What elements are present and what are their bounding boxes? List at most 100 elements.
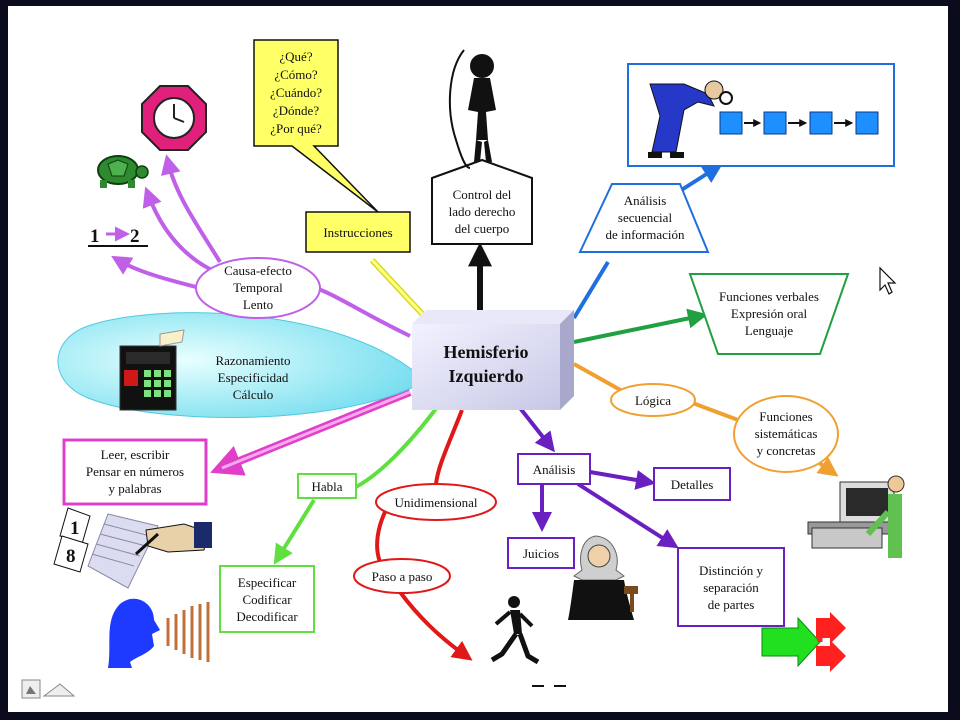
- especificar-box: [219, 565, 315, 633]
- sistematicas-line-1: Funciones: [759, 409, 813, 424]
- computer-user-icon: [807, 475, 905, 558]
- center-label: Hemisferio Izquierdo: [412, 340, 560, 388]
- connector-unidimensional: [434, 409, 464, 485]
- connector-causa: [315, 286, 411, 338]
- causa-line-3: Lento: [242, 297, 274, 312]
- mouse-cursor-icon: [879, 266, 897, 295]
- connectors: [111, 154, 839, 661]
- leer-line-3: y palabras: [108, 481, 162, 496]
- secuencial-line-2: secuencial: [617, 210, 673, 225]
- connector-verbales: [573, 308, 708, 344]
- question-como: ¿Cómo?: [274, 67, 318, 82]
- center-line-1: Hemisferio: [443, 342, 529, 362]
- arrow-to-distincion: [576, 482, 679, 549]
- connector-logica: [573, 362, 625, 394]
- hand-writing-icon: 1 8: [53, 507, 212, 589]
- connector-habla: [353, 404, 440, 490]
- leer-box: [62, 438, 208, 506]
- habla-box: [297, 473, 357, 499]
- question-por-que: ¿Por qué?: [270, 121, 322, 136]
- especificar-line-2: Codificar: [242, 592, 292, 607]
- arrow-to-clock: [161, 154, 222, 264]
- causa-line-1: Causa-efecto: [224, 263, 292, 278]
- causa-ellipse: [195, 257, 321, 319]
- causa-label: Causa-efecto Temporal Lento: [196, 262, 320, 313]
- connector-analisis: [518, 406, 555, 453]
- control-box: [431, 158, 533, 245]
- question-donde: ¿Dónde?: [272, 103, 320, 118]
- razonamiento-label: Razonamiento Especificidad Cálculo: [190, 352, 316, 403]
- especificar-line-3: Decodificar: [236, 609, 298, 624]
- analisis-box: [517, 453, 591, 485]
- arrow-to-sequence: [111, 255, 209, 292]
- secuencial-line-1: Análisis: [623, 193, 667, 208]
- connector-paso: [375, 509, 388, 563]
- instrucciones-box: [305, 211, 411, 253]
- inspector-with-boxes-icon: [648, 80, 879, 158]
- control-label: Control del lado derecho del cuerpo: [432, 186, 532, 237]
- connector-secuencial: [572, 260, 610, 320]
- habla-label: Habla: [311, 479, 343, 494]
- razonamiento-line-2: Especificidad: [217, 370, 289, 385]
- juicios-box: [507, 537, 575, 569]
- distincion-line-2: separación: [703, 580, 759, 595]
- note-digit-8: 8: [66, 546, 76, 567]
- distincion-line-3: de partes: [707, 597, 755, 612]
- sistematicas-line-3: y concretas: [756, 443, 816, 458]
- center-node: [412, 310, 574, 410]
- arrow-to-especificar: [273, 498, 316, 565]
- runner-icon: [490, 596, 566, 687]
- arrow-to-turtle: [142, 186, 221, 276]
- connector-leer-inner: [221, 390, 411, 470]
- analisis-label: Análisis: [532, 462, 576, 477]
- slide-frame: 1 2 1: [8, 6, 948, 712]
- verbales-label: Funciones verbales Expresión oral Lengua…: [698, 288, 840, 339]
- verbales-line-1: Funciones verbales: [718, 289, 819, 304]
- verbales-box: [688, 273, 850, 355]
- arrow-to-detalles: [589, 470, 656, 490]
- calculator-icon: [119, 329, 185, 411]
- turtle-icon: [97, 155, 149, 188]
- verbales-line-2: Expresión oral: [730, 306, 808, 321]
- logica-ellipse: [610, 383, 696, 417]
- question-que: ¿Qué?: [279, 49, 313, 64]
- control-line-2: lado derecho: [448, 204, 516, 219]
- razonamiento-line-3: Cálculo: [232, 387, 274, 402]
- control-line-1: Control del: [452, 187, 512, 202]
- leer-label: Leer, escribir Pensar en números y palab…: [64, 446, 206, 497]
- distincion-line-1: Distinción y: [699, 563, 763, 578]
- connector-sistematicas: [689, 400, 739, 422]
- secuencial-label: Análisis secuencial de información: [586, 192, 704, 243]
- clock-icon: [141, 85, 207, 151]
- center-line-2: Izquierdo: [448, 366, 524, 386]
- razonamiento-line-1: Razonamiento: [215, 353, 291, 368]
- sistematicas-ellipse: [733, 395, 839, 473]
- mind-map: 1 2 1: [21, 39, 905, 699]
- split-arrow-icon: [761, 612, 846, 672]
- sistematicas-label: Funciones sistemáticas y concretas: [734, 408, 838, 459]
- verbales-line-3: Lenguaje: [744, 323, 794, 338]
- question-cuando: ¿Cuándo?: [270, 85, 322, 100]
- distincion-box: [677, 547, 785, 627]
- unidimensional-label: Unidimensional: [394, 495, 478, 510]
- especificar-label: Especificar Codificar Decodificar: [220, 574, 314, 625]
- secuencial-box: [578, 183, 710, 253]
- leer-line-1: Leer, escribir: [100, 447, 170, 462]
- speaking-head-icon: [108, 598, 210, 668]
- sequence-end: 2: [130, 226, 140, 247]
- causa-line-2: Temporal: [233, 280, 283, 295]
- unidimensional-ellipse: [375, 483, 497, 521]
- slideshow-control-icon[interactable]: [21, 679, 76, 699]
- sequence-start: 1: [90, 226, 100, 247]
- detalles-label: Detalles: [670, 477, 714, 492]
- sequence-icon: 1 2: [88, 226, 148, 247]
- juicios-label: Juicios: [522, 546, 560, 561]
- profile-silhouette-icon: [448, 49, 496, 169]
- leer-line-2: Pensar en números: [85, 464, 185, 479]
- paso-ellipse: [353, 558, 451, 594]
- judge-icon: [568, 535, 638, 620]
- instrucciones-label: Instrucciones: [323, 225, 393, 240]
- arrow-to-runner: [398, 590, 473, 661]
- distincion-label: Distinción y separación de partes: [678, 562, 784, 613]
- note-digit-1: 1: [70, 518, 80, 539]
